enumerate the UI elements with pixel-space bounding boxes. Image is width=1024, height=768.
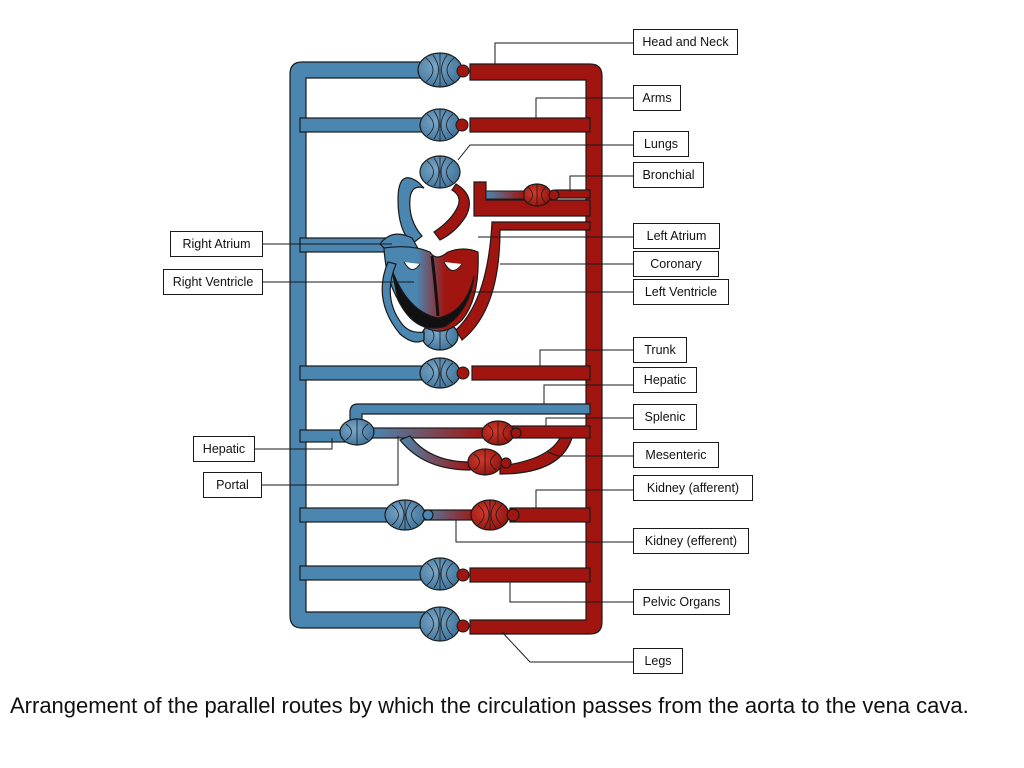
label-left-atrium: Left Atrium	[633, 223, 720, 249]
hepatic-portal-complex	[339, 403, 591, 476]
label-hepatic-artery: Hepatic	[633, 367, 697, 393]
label-coronary: Coronary	[633, 251, 719, 277]
label-kidney-efferent: Kidney (efferent)	[633, 528, 749, 554]
heart	[379, 177, 479, 343]
aorta	[469, 63, 603, 635]
organ-kidneys	[384, 499, 520, 531]
leader-lines	[255, 42, 633, 663]
organ-legs	[419, 606, 470, 642]
vena-cava	[289, 61, 431, 629]
label-hepatic-vein: Hepatic	[193, 436, 255, 462]
label-splenic: Splenic	[633, 404, 697, 430]
arterial-branches	[455, 117, 591, 583]
organ-arms	[419, 108, 469, 142]
label-kidney-afferent: Kidney (afferent)	[633, 475, 753, 501]
organ-lungs	[419, 155, 461, 189]
label-trunk: Trunk	[633, 337, 687, 363]
label-lungs: Lungs	[633, 131, 689, 157]
label-left-ventricle: Left Ventricle	[633, 279, 729, 305]
organ-pelvic	[419, 557, 470, 591]
label-pelvic-organs: Pelvic Organs	[633, 589, 730, 615]
figure-caption: Arrangement of the parallel routes by wh…	[10, 693, 969, 718]
label-legs: Legs	[633, 648, 683, 674]
circulation-diagram	[255, 42, 633, 663]
label-portal: Portal	[203, 472, 262, 498]
organ-bronchial	[485, 183, 560, 207]
label-right-atrium: Right Atrium	[170, 231, 263, 257]
label-arms: Arms	[633, 85, 681, 111]
organ-trunk	[419, 357, 470, 389]
label-right-ventricle: Right Ventricle	[163, 269, 263, 295]
organ-head-neck	[417, 52, 470, 88]
label-head-and-neck: Head and Neck	[633, 29, 738, 55]
label-bronchial: Bronchial	[633, 162, 704, 188]
label-mesenteric: Mesenteric	[633, 442, 719, 468]
